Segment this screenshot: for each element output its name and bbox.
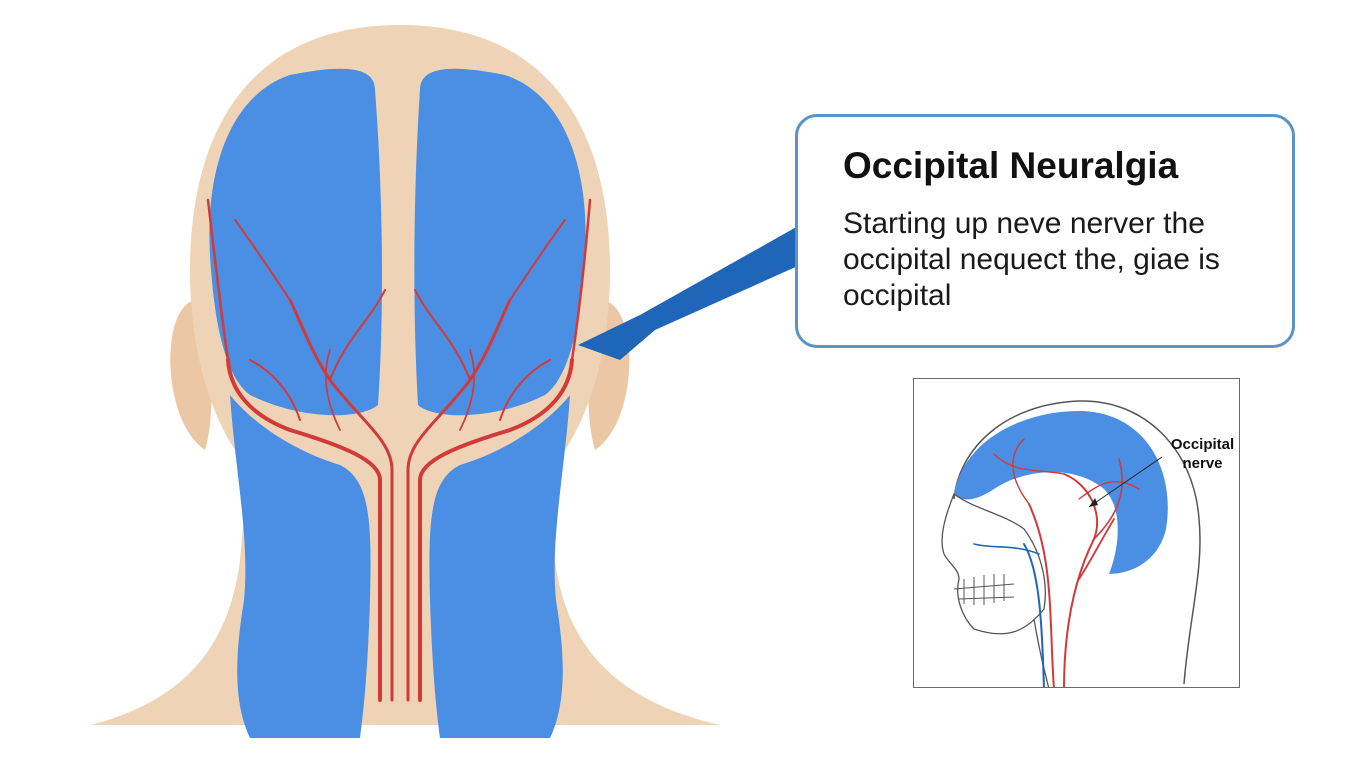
- occipital-nerve-label: Occipital nerve: [1170, 436, 1235, 472]
- teeth: [953, 574, 1015, 605]
- label-pointer-line: [1088, 456, 1163, 508]
- side-view-skull-illustration: [941, 400, 1201, 687]
- head-profile-outline: [953, 400, 1201, 685]
- skull-face: [941, 492, 1046, 635]
- callout-box: Occipital Neuralgia Starting up neve ner…: [795, 114, 1295, 348]
- neck-front-line: [1033, 618, 1050, 687]
- occipital-nerves: [206, 198, 592, 702]
- callout-title: Occipital Neuralgia: [843, 145, 1179, 186]
- left-occipital-region: [209, 68, 382, 416]
- callout-pointer-arrow: [578, 225, 800, 360]
- label-pointer-arrowhead: [1089, 498, 1098, 507]
- left-neck-muscle: [230, 395, 371, 738]
- side-nerves: [973, 438, 1140, 687]
- right-neck-muscle: [429, 395, 570, 738]
- side-view-inset: Occipital nerve: [913, 378, 1240, 688]
- callout-body: Starting up neve nerver the occipital ne…: [843, 206, 1220, 312]
- right-occipital-region: [414, 68, 586, 416]
- brain-region: [954, 411, 1168, 574]
- neck-shoulders: [90, 450, 720, 725]
